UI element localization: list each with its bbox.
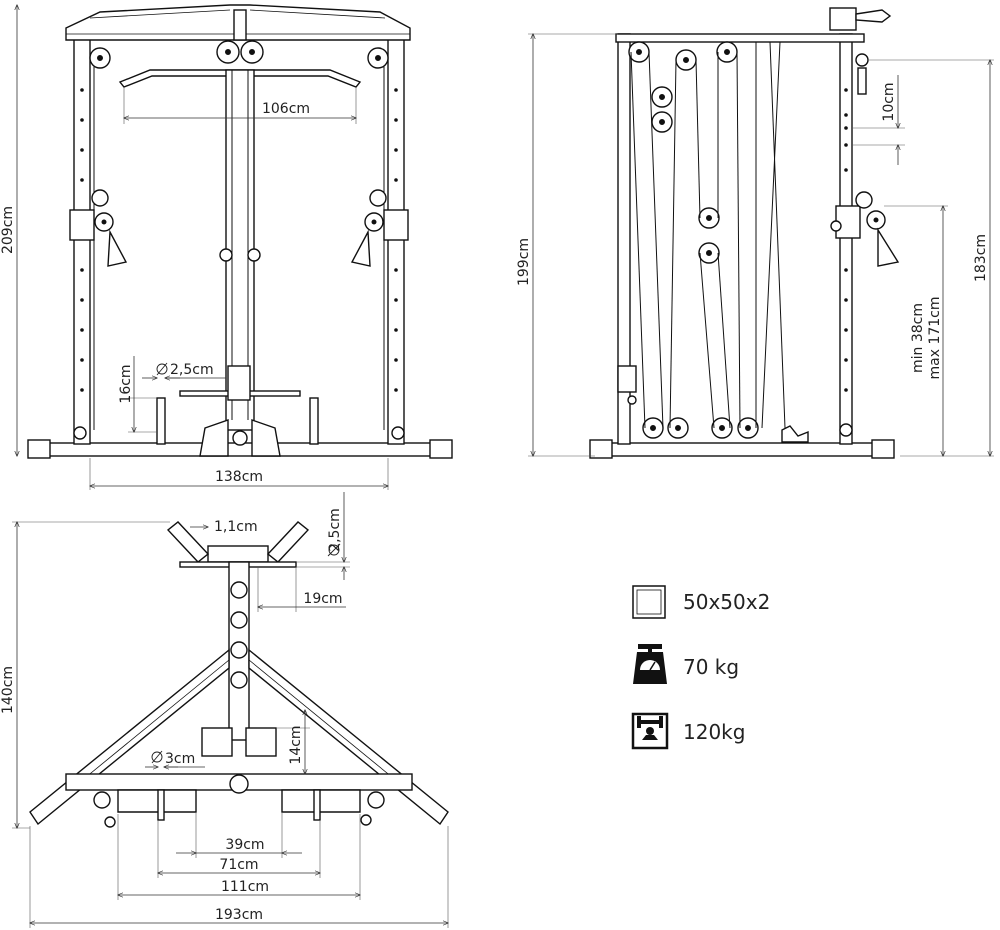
front-height-dimension: 209cm — [0, 5, 17, 456]
spec-capacity: 120kg — [631, 712, 745, 750]
front-width-dimension: 138cm — [90, 458, 388, 490]
weighing-scale-icon — [633, 644, 667, 684]
post-diameter-dimension: 2,5cm — [142, 362, 226, 378]
adjust-min-label: min 38cm — [910, 303, 926, 373]
side-height-label: 199cm — [516, 238, 532, 286]
hole-spacing-dimension: 10cm — [852, 75, 905, 165]
bar-width-dimension: 106cm — [124, 88, 356, 124]
adjust-max-label: max 171cm — [927, 296, 943, 379]
peg-thickness-label: 1,1cm — [214, 519, 258, 535]
diameter-symbol-icon — [151, 751, 163, 763]
peg-length-label: 19cm — [303, 591, 342, 607]
rod-diameter-label: 3cm — [165, 751, 195, 767]
upright-holes — [80, 88, 398, 392]
front-width-label: 138cm — [215, 469, 263, 485]
center-gap-label: 39cm — [225, 837, 264, 853]
spec-weight-label: 70 kg — [683, 655, 739, 679]
top-view: 140cm 193cm 111cm 71cm 39cm — [0, 492, 449, 928]
hole-spacing-label: 10cm — [881, 82, 897, 121]
diameter-symbol-icon — [328, 544, 340, 556]
inner-width-label: 71cm — [219, 857, 258, 873]
post-height-label: 16cm — [118, 364, 134, 403]
spec-weight: 70 kg — [633, 644, 739, 684]
handle-spacing-label: 111cm — [221, 879, 269, 895]
peg-diameter-dimension: 2,5cm — [296, 492, 350, 580]
spec-tube: 50x50x2 — [632, 585, 770, 619]
peg-diameter-label: 2,5cm — [327, 508, 343, 552]
foot-offset-dimension: 14cm — [276, 710, 310, 774]
top-depth-dimension: 140cm — [0, 522, 170, 828]
inner-width-dimension: 71cm — [158, 820, 320, 878]
peg-length-dimension: 19cm — [258, 567, 346, 612]
post-diameter-label: 2,5cm — [170, 362, 214, 378]
handle-spacing-dimension: 111cm — [118, 814, 360, 900]
peg-thickness-dimension: 1,1cm — [190, 519, 258, 535]
side-total-height-dimension: 183cm — [868, 60, 994, 456]
top-depth-label: 140cm — [0, 666, 16, 714]
adjust-range-dimension: min 38cm max 171cm — [884, 206, 948, 456]
front-view: 209cm 138cm 106cm 16cm 2,5cm — [0, 4, 453, 490]
center-gap-dimension: 39cm — [176, 812, 302, 858]
bar-width-label: 106cm — [262, 101, 310, 117]
top-total-width-dimension: 193cm — [30, 826, 448, 928]
spec-tube-label: 50x50x2 — [683, 590, 770, 614]
front-height-label: 209cm — [0, 206, 16, 254]
post-height-dimension: 16cm — [118, 356, 157, 432]
side-upright-holes — [844, 88, 848, 392]
top-total-width-label: 193cm — [215, 907, 263, 923]
side-view: 199cm 183cm 10cm min 38cm max 171cm — [516, 7, 994, 459]
foot-offset-label: 14cm — [288, 725, 304, 764]
square-tube-icon — [632, 585, 666, 619]
diameter-symbol-icon — [156, 363, 168, 375]
spec-capacity-label: 120kg — [683, 720, 745, 744]
rod-diameter-dimension: 3cm — [145, 750, 205, 767]
weight-bench-icon — [631, 712, 669, 750]
side-total-height-label: 183cm — [973, 234, 989, 282]
side-height-dimension: 199cm — [516, 34, 618, 456]
spec-legend: 50x50x2 70 kg 120kg — [631, 585, 770, 750]
